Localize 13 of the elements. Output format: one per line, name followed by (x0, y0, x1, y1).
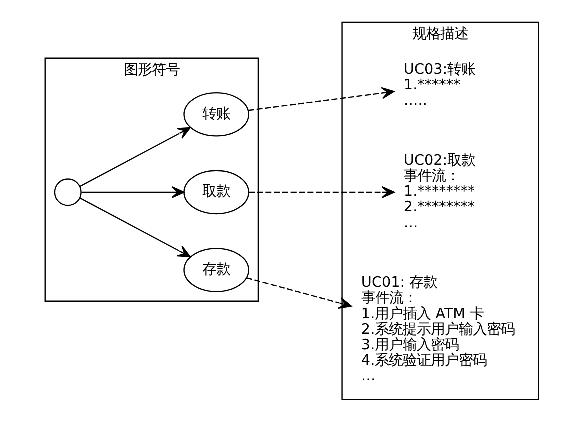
node-text: UC01: 存款 事件流： 1.用户插入 ATM 卡 2.系统提示用户输入密码 3.用户输入密码 4.系统验证用户密码 … (360, 275, 515, 385)
arrow (81, 186, 184, 198)
node-ellipse: 取款 (183, 170, 249, 215)
node-person (54, 178, 82, 206)
arrow (80, 198, 190, 258)
node-text: UC02:取款 事件流： 1.******** 2.******** … (403, 153, 476, 232)
arrow (80, 127, 190, 188)
arrow (248, 186, 394, 198)
node-ellipse: 存款 (183, 248, 249, 292)
arrow (248, 87, 394, 112)
node-ellipse: 转账 (183, 92, 249, 137)
node-text: UC03:转账 1.****** ….. (403, 62, 476, 110)
arrow (246, 278, 352, 310)
